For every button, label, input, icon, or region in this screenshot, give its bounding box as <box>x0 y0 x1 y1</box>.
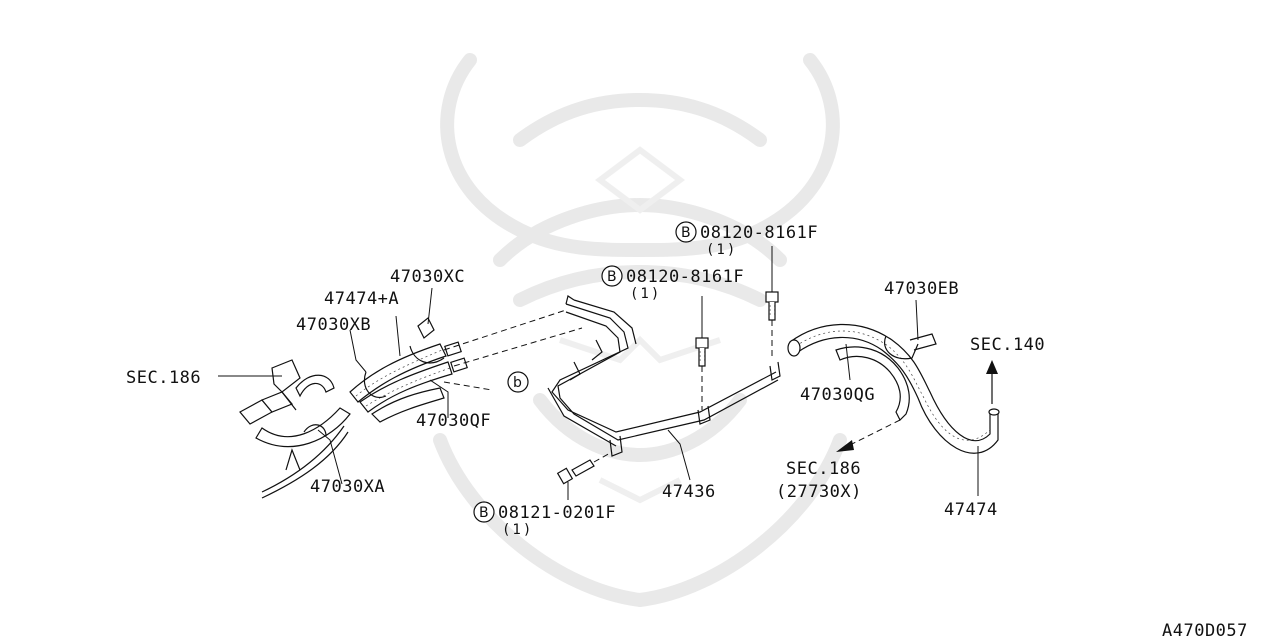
label-47030XB[interactable]: 47030XB <box>296 315 371 335</box>
ref-b-text: b <box>513 375 522 391</box>
label-bolt3-number: 08121-0201F <box>498 503 616 523</box>
centre-tube-assembly <box>547 295 781 457</box>
left-hose-assembly <box>239 317 468 499</box>
label-bolt2-number: 08120-8161F <box>626 267 744 287</box>
bolt-callout-3[interactable]: B 08121-0201F (1) <box>473 501 616 538</box>
bolt-graphic-3 <box>556 459 595 485</box>
label-bolt1-qty: (1) <box>706 242 737 258</box>
label-sec186-right[interactable]: SEC.186 <box>786 459 861 479</box>
leader-lines <box>218 246 979 500</box>
arrow-sec186-right <box>836 440 854 452</box>
bolt-badge-3: B <box>479 505 489 521</box>
arrow-up-sec140 <box>986 360 998 404</box>
bolt-graphic-1 <box>765 291 779 321</box>
label-bolt1-number: 08120-8161F <box>700 223 818 243</box>
right-hose-assembly <box>787 323 1000 454</box>
label-sec140[interactable]: SEC.140 <box>970 335 1045 355</box>
bolt-graphic-2 <box>695 337 709 367</box>
label-sec186-right-sub[interactable]: (27730X) <box>776 482 862 502</box>
ref-b-marker[interactable]: b <box>507 371 529 393</box>
label-47030QF[interactable]: 47030QF <box>416 411 491 431</box>
bolt-callout-1[interactable]: B 08120-8161F (1) <box>675 221 818 258</box>
label-47474[interactable]: 47474 <box>944 500 998 520</box>
label-bolt3-qty: (1) <box>502 522 533 538</box>
label-47030XC[interactable]: 47030XC <box>390 267 465 287</box>
diagram-code: A470D057 <box>1162 621 1248 638</box>
bolt-badge-1: B <box>681 225 691 241</box>
label-47474A[interactable]: 47474+A <box>324 289 399 309</box>
bolt-callout-2[interactable]: B 08120-8161F (1) <box>601 265 744 302</box>
label-47030XA[interactable]: 47030XA <box>310 477 385 497</box>
label-47436[interactable]: 47436 <box>662 482 716 502</box>
label-47030QG[interactable]: 47030QG <box>800 385 875 405</box>
label-bolt2-qty: (1) <box>630 286 661 302</box>
label-sec186-left[interactable]: SEC.186 <box>126 368 201 388</box>
bolt-badge-2: B <box>607 269 617 285</box>
label-47030EB[interactable]: 47030EB <box>884 279 959 299</box>
